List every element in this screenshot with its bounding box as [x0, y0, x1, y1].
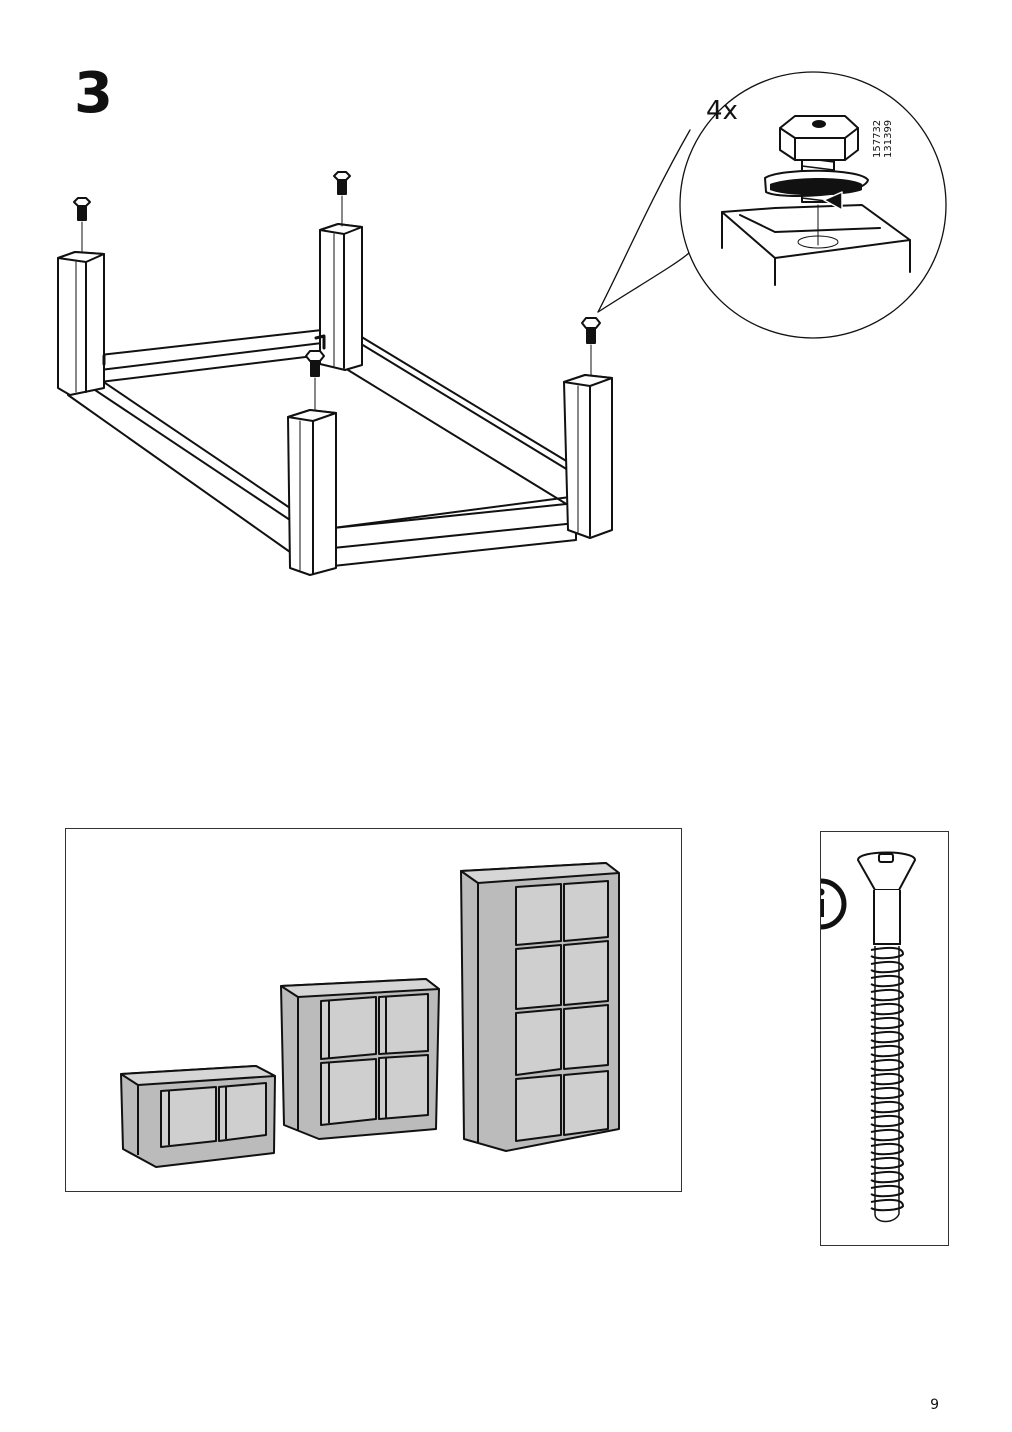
assembly-illustration: 4x 157732 131399	[57, 71, 947, 576]
shelf-unit-medium	[280, 978, 440, 1140]
right-rail	[347, 335, 569, 506]
corner-brackets	[102, 334, 326, 366]
front-rail	[332, 496, 577, 567]
back-rail	[99, 329, 323, 386]
page-number: 9	[930, 1397, 939, 1413]
leg-back-left	[57, 251, 105, 396]
part-number-2: 131399	[883, 120, 894, 158]
left-rail	[67, 365, 291, 553]
step-number: 3	[74, 61, 113, 126]
shelf-unit-small	[120, 1065, 276, 1168]
info-icon	[795, 878, 847, 930]
info-panel	[795, 831, 949, 1246]
info-panel-illustration	[795, 851, 917, 1223]
part-number-1: 157732	[872, 120, 883, 158]
shelving-units-illustration	[120, 862, 620, 1168]
foot-screw-back-right	[333, 171, 351, 227]
leg-front-right	[563, 374, 613, 539]
shelf-unit-tall	[460, 862, 620, 1152]
products-panel	[65, 828, 682, 1192]
detail-callout	[597, 71, 947, 339]
screw-icon	[856, 851, 917, 1223]
leg-front-left	[287, 409, 337, 576]
quantity-label: 4x	[706, 96, 738, 126]
leg-back-right	[319, 223, 363, 371]
foot-screw-back-left	[73, 197, 91, 253]
foot-screw-front-left	[305, 350, 325, 411]
foot-screw-front-right	[581, 317, 601, 376]
rotate-arrow-icon	[764, 169, 869, 211]
